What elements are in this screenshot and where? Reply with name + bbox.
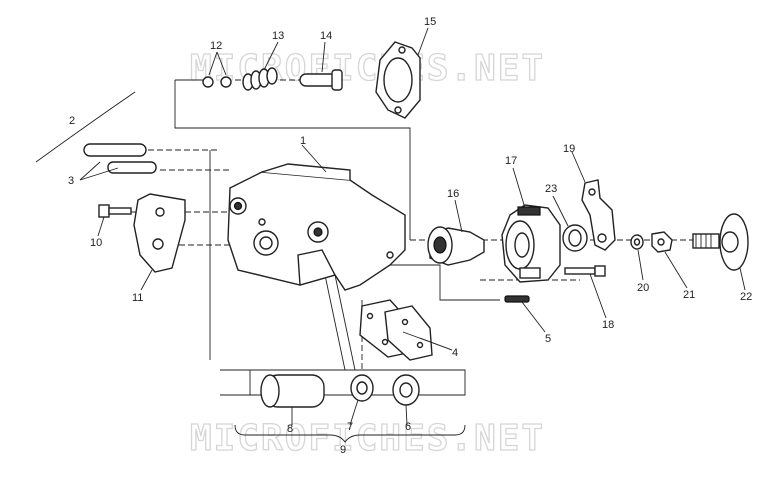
part-18-bolt: [564, 265, 606, 277]
callout-16: 16: [447, 188, 459, 200]
part-23-ring: [562, 224, 588, 252]
callout-9: 9: [340, 444, 346, 456]
callout-8: 8: [287, 423, 293, 435]
part-20-washer: [630, 234, 644, 250]
plate-hole-icon: [152, 238, 164, 250]
part-2-bracket: [35, 91, 136, 163]
callout-17: 17: [505, 155, 517, 167]
callout-20: 20: [637, 282, 649, 294]
part-12-orings: [202, 76, 232, 88]
part-16-piston: [427, 226, 485, 266]
callout-15: 15: [424, 16, 436, 28]
part-11-plate: [133, 193, 186, 273]
part-5-screw: [504, 295, 530, 303]
callout-13: 13: [272, 30, 284, 42]
part-13-spring: [242, 67, 278, 91]
callout-5: 5: [545, 333, 551, 345]
part-14-pin: [299, 69, 343, 91]
callout-4: 4: [452, 347, 458, 359]
part-9-bracket: [234, 424, 466, 443]
plate-hole-icon: [155, 207, 165, 217]
callout-18: 18: [602, 319, 614, 331]
callout-6: 6: [405, 421, 411, 433]
part-15-gasket: [375, 41, 421, 119]
callout-23: 23: [545, 183, 557, 195]
callout-11: 11: [132, 292, 143, 304]
callout-12: 12: [210, 40, 222, 52]
part-8-piston: [260, 374, 325, 408]
callout-7: 7: [347, 421, 353, 433]
callout-10: 10: [90, 237, 102, 249]
part-6-seal: [392, 374, 420, 406]
callout-21: 21: [683, 289, 695, 301]
part-17-housing: [501, 204, 561, 283]
part-21-nut: [651, 231, 673, 253]
callout-19: 19: [563, 143, 575, 155]
callout-1: 1: [300, 135, 306, 147]
part-7-seal: [350, 374, 374, 402]
part-22-knob: [692, 213, 749, 271]
part-3-pins: [83, 143, 157, 174]
callout-14: 14: [320, 30, 332, 42]
leader-lines: [79, 27, 746, 426]
part-4-pads: [359, 299, 433, 361]
callout-labels: 1 2 3 4 5 6 7 8 9 10 11 12 13 14 15 16 1…: [68, 16, 752, 456]
callout-3: 3: [68, 175, 74, 187]
callout-2: 2: [69, 115, 75, 127]
callout-22: 22: [740, 291, 752, 303]
watermark-bottom: MICROFICHES.NET: [190, 418, 545, 459]
part-10-bolt: [98, 204, 132, 218]
part-1-caliper-body: [227, 163, 406, 291]
part-19-lever: [581, 179, 616, 251]
